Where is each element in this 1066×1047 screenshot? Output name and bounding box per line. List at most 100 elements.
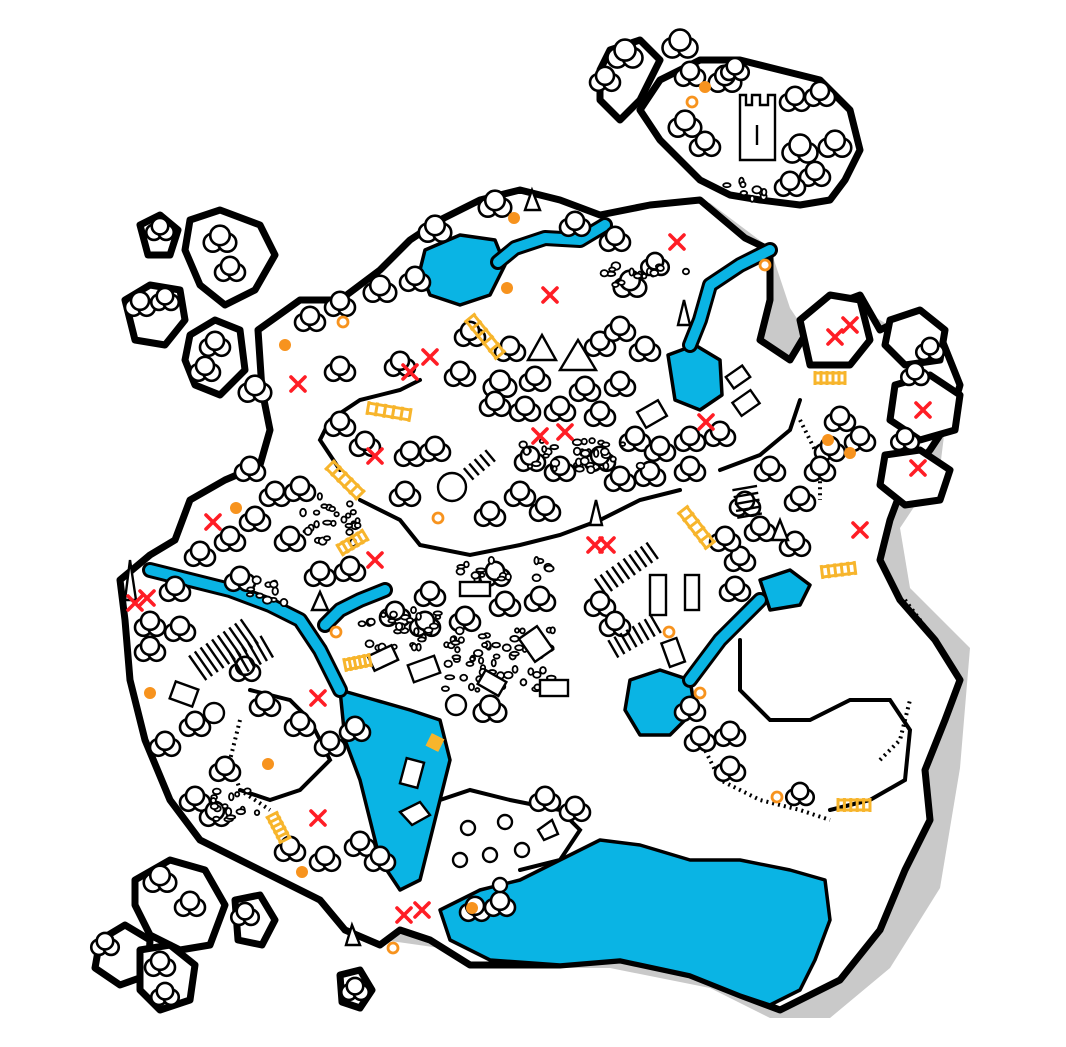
rock-icon [542,453,550,459]
tree-icon [233,455,267,483]
rock-icon [532,670,542,679]
tree-icon [603,465,637,493]
graveyard [451,813,560,894]
rock-icon [210,797,217,804]
tree-icon [543,395,577,423]
tree-icon [213,255,247,283]
tree-icon [718,575,752,603]
rock-icon [574,465,585,473]
east-inlet [758,568,812,612]
rock-icon [415,642,422,652]
tree-icon [413,580,447,608]
red-x-mark [204,513,222,531]
rock-icon [459,673,469,682]
rock-icon [511,665,519,674]
rock-icon [344,522,354,529]
orange-ring [329,625,343,639]
rock-icon [599,269,609,278]
orange-ring [770,790,784,804]
rock-icon [739,190,749,197]
tent-icon [525,332,599,372]
rock-icon [417,636,427,643]
tree-icon [753,455,787,483]
tree-icon [229,901,261,927]
tree-icon [202,224,238,254]
rock-icon [551,465,558,473]
orange-filled-dot [508,212,520,224]
rock-icon [526,463,534,470]
rock-icon [387,618,397,624]
forest-canopy [89,28,946,1007]
orange-ring [758,258,772,272]
rock-icon [633,272,643,280]
tree-icon [133,635,167,663]
tree-icon [123,290,157,318]
tree-icon [598,610,632,638]
tree-icon [683,725,717,753]
rock-icon [487,555,495,565]
rock-icon [477,633,488,640]
tree-icon [508,395,542,423]
rock-icon [496,575,506,582]
rock-icon [601,441,611,448]
tree-icon [363,845,397,873]
rock-icon [472,649,484,658]
rock-icon [389,610,398,619]
rock-icon [328,505,336,513]
rock-icon [234,791,241,798]
tree-icon [817,129,853,159]
rock-icon [246,586,256,593]
bridge-icon [813,371,847,385]
rock-icon [504,572,512,581]
tree-icon [417,214,453,244]
red-x-mark [413,901,431,919]
cliff-edges [227,419,963,1012]
bridges [265,312,872,845]
tree-icon [723,545,757,573]
red-x-mark [531,427,549,445]
tree-icon [133,610,167,638]
tree-icon [238,505,272,533]
tree-icon [178,785,212,813]
tree-icon [673,455,707,483]
bridge-icon [365,400,413,423]
tree-icon [743,515,777,543]
red-x-mark [401,363,419,381]
rock-icon [739,181,747,189]
tree-icon [148,730,182,758]
rock-icon [269,580,279,589]
rock-icon [320,503,329,509]
rock-icon [527,667,535,676]
rock-icon [467,682,475,692]
rock-icon [539,666,547,675]
rock-icon [531,573,542,583]
rock-icon [751,185,763,195]
tree-icon [338,715,372,743]
red-x-mark [697,413,715,431]
tree-icon [713,720,747,748]
tree-icon [528,785,562,813]
bridge-icon [342,652,373,673]
rock-icon [434,614,442,620]
tree-icon [163,615,197,643]
rock-icon [228,792,235,802]
rock-icon [450,639,461,646]
houses [168,363,762,827]
rock-icon [533,556,540,566]
rock-icon [279,598,289,608]
tree-icon [503,480,537,508]
rock-icon [271,586,279,596]
buildings [123,93,790,947]
tree-icon [784,781,816,807]
rock-icon [519,678,528,687]
rock-icon [225,814,237,820]
tree-icon [208,755,242,783]
red-x-mark [914,401,932,419]
red-x-mark [598,536,616,554]
orange-ring [386,941,400,955]
rock-icon [501,643,512,652]
rock-icon [299,507,307,518]
rock-icon [572,446,582,456]
danger-marks [126,233,932,924]
